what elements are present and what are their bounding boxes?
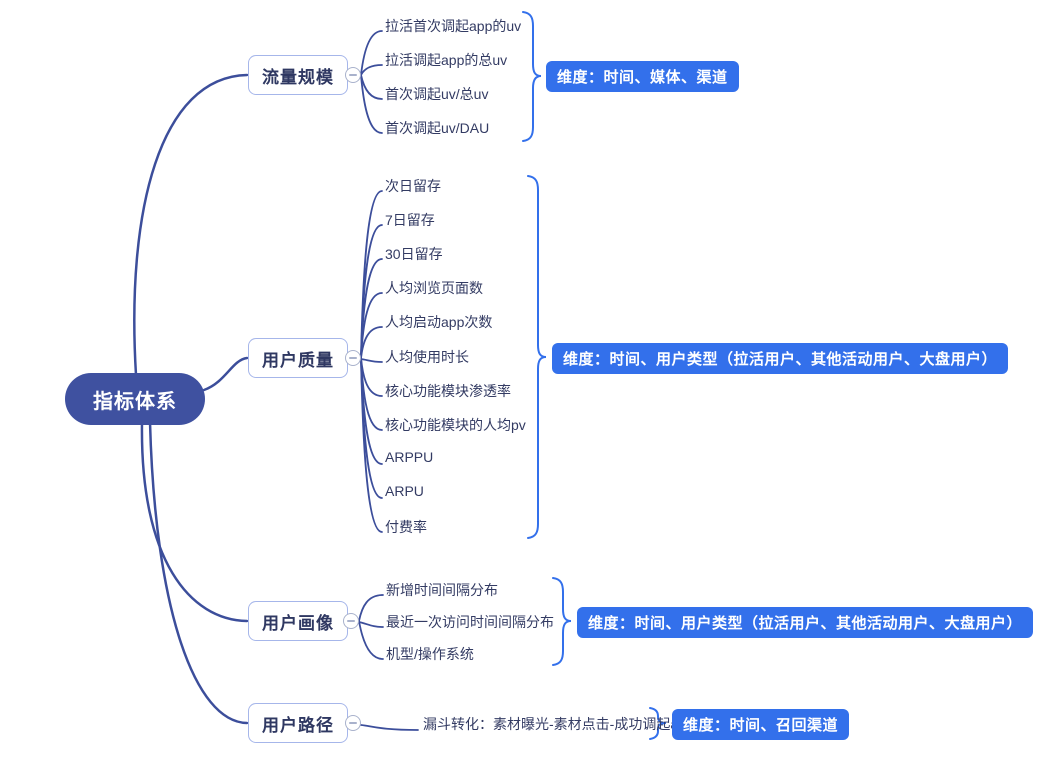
dimension-label-profile[interactable]: 维度：时间、用户类型（拉活用户、其他活动用户、大盘用户）: [577, 607, 1034, 638]
child-topic[interactable]: 人均浏览页面数: [385, 280, 483, 296]
branch-node-profile[interactable]: 用户画像: [248, 601, 348, 641]
summary-brace-profile: [552, 577, 572, 666]
child-topic[interactable]: 拉活调起app的总uv: [385, 52, 508, 68]
child-topic[interactable]: ARPPU: [385, 449, 434, 465]
summary-brace-traffic: [522, 11, 542, 142]
child-topic[interactable]: 核心功能模块渗透率: [385, 383, 511, 399]
curve-root-quality: [202, 356, 249, 392]
dimension-label-traffic[interactable]: 维度：时间、媒体、渠道: [546, 61, 739, 92]
curve-root-profile: [140, 421, 249, 623]
child-topic[interactable]: 最近一次访问时间间隔分布: [386, 614, 554, 630]
collapse-toggle-path[interactable]: [345, 715, 361, 731]
summary-brace-path: [649, 707, 667, 740]
minus-icon: [347, 620, 355, 622]
root-node[interactable]: 指标体系: [65, 373, 205, 425]
child-topic[interactable]: 人均使用时长: [385, 349, 469, 365]
branch-node-path[interactable]: 用户路径: [248, 703, 348, 743]
branch-node-traffic[interactable]: 流量规模: [248, 55, 348, 95]
child-topic[interactable]: 机型/操作系统: [386, 646, 474, 662]
root-branch-curves: [133, 73, 249, 725]
curve-root-path: [148, 420, 249, 725]
profile-child-curves: [358, 594, 384, 660]
collapse-toggle-traffic[interactable]: [345, 67, 361, 83]
minus-icon: [349, 357, 357, 359]
child-topic[interactable]: 新增时间间隔分布: [386, 582, 498, 598]
child-topic[interactable]: 拉活首次调起app的uv: [385, 18, 522, 34]
child-topic[interactable]: 人均启动app次数: [385, 314, 493, 330]
curve-root-traffic: [133, 73, 249, 377]
traffic-child-curves: [360, 30, 383, 134]
child-topic[interactable]: 次日留存: [385, 178, 441, 194]
collapse-toggle-quality[interactable]: [345, 350, 361, 366]
branch-node-quality[interactable]: 用户质量: [248, 338, 348, 378]
child-topic[interactable]: 付费率: [385, 519, 427, 535]
child-topic[interactable]: 核心功能模块的人均pv: [385, 417, 526, 433]
child-topic[interactable]: ARPU: [385, 483, 424, 499]
dimension-label-quality[interactable]: 维度：时间、用户类型（拉活用户、其他活动用户、大盘用户）: [552, 343, 1009, 374]
summary-braces: [522, 11, 667, 740]
minus-icon: [349, 722, 357, 724]
collapse-toggle-profile[interactable]: [343, 613, 359, 629]
child-topic[interactable]: 首次调起uv/总uv: [385, 86, 489, 102]
dimension-label-path[interactable]: 维度：时间、召回渠道: [672, 709, 850, 740]
child-topic[interactable]: 漏斗转化：素材曝光-素材点击-成功调起app: [423, 716, 694, 732]
child-topic[interactable]: 30日留存: [385, 246, 443, 262]
child-topic[interactable]: 7日留存: [385, 212, 435, 228]
minus-icon: [349, 74, 357, 76]
child-topic[interactable]: 首次调起uv/DAU: [385, 120, 490, 136]
quality-child-curves: [360, 190, 383, 533]
summary-brace-quality: [527, 175, 547, 539]
path-child-curves: [360, 724, 419, 731]
